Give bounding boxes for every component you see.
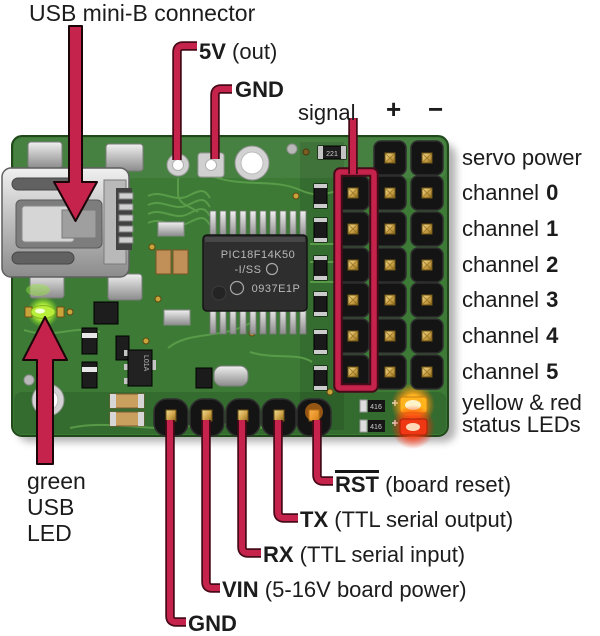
- rx-desc: (TTL serial input): [293, 542, 466, 567]
- vin-line: [203, 420, 220, 591]
- chip-marking-line3: 0937E1P: [252, 283, 301, 295]
- fiducial-dot: [286, 143, 298, 155]
- mounting-hole-top: [234, 145, 270, 181]
- servo-power-label: servo power: [462, 145, 582, 170]
- usb-pins: [118, 192, 134, 244]
- usb-solder-tab: [27, 141, 63, 169]
- tantalum-cap: [155, 249, 172, 275]
- sot23-transistor: [93, 301, 119, 325]
- callout-lines: [167, 43, 356, 625]
- usb-connector-label: USB mini-B connector: [29, 0, 256, 26]
- smd-cap: [157, 221, 185, 237]
- annotation-overlay: [22, 25, 379, 627]
- red-led-core: [406, 423, 420, 431]
- servo-pin-grid: [336, 140, 444, 390]
- green-led-label: green USB LED: [27, 468, 86, 546]
- five-v-term: 5V: [199, 39, 226, 64]
- rst-line: [314, 420, 333, 484]
- rx-label: RX (TTL serial input): [263, 543, 465, 567]
- bottom-pin-row: [153, 398, 332, 437]
- led-resistor-marking: 416: [370, 424, 382, 431]
- chip-marking-line1: PIC18F14K50: [221, 249, 296, 261]
- tx-label: TX (TTL serial output): [300, 508, 513, 532]
- tx-line: [275, 420, 298, 521]
- minus-sign: −: [428, 94, 444, 124]
- chip-marking-line2: -I/SS: [235, 264, 262, 276]
- diode: [81, 327, 98, 355]
- plus-sign: +: [386, 94, 402, 124]
- rst-term: RST: [335, 470, 379, 497]
- crystal-oscillator: [213, 365, 249, 387]
- rst-label: RST (board reset): [335, 470, 511, 497]
- five-v-label: 5V (out): [199, 40, 277, 64]
- gnd-bottom-label: GND: [188, 611, 237, 636]
- led-resistor-marking: 416: [370, 404, 382, 411]
- resistor-marking: 221: [326, 151, 338, 158]
- sot23-marking: L01A: [142, 355, 149, 372]
- rx-line: [239, 420, 261, 556]
- usb-slot-bottom: [11, 251, 75, 265]
- usb-arrow: [53, 25, 98, 222]
- rst-pin-glow: [305, 403, 323, 421]
- green-usb-led: [24, 296, 65, 328]
- passive-components: 221 L01A: [81, 145, 347, 427]
- signal-label: signal: [298, 100, 356, 125]
- smd-resistor: [115, 335, 130, 361]
- gnd-bottom-line: [167, 420, 186, 625]
- five-v-line: [174, 43, 197, 160]
- green-reflection: [26, 284, 50, 296]
- rx-term: RX: [263, 542, 294, 567]
- vin-term: VIN: [222, 577, 259, 602]
- vin-desc: (5-16V board power): [258, 577, 467, 602]
- rst-desc: (board reset): [379, 472, 512, 497]
- chip-bevel: [205, 237, 305, 242]
- diode-band: [82, 367, 97, 372]
- sot23-regulator: L01A: [124, 349, 156, 387]
- vin-label: VIN (5-16V board power): [222, 578, 467, 602]
- gnd-top-label: GND: [235, 77, 284, 102]
- gnd-top-line: [212, 86, 232, 159]
- tx-term: TX: [300, 507, 329, 532]
- diode: [81, 361, 98, 389]
- fiducial-dot2: [23, 374, 35, 386]
- smd-cap: [163, 309, 191, 326]
- five-v-desc: (out): [225, 39, 278, 64]
- pcb-vias: [66, 148, 334, 396]
- chip-dimple: [211, 285, 227, 301]
- usb-solder-tab: [105, 143, 144, 172]
- green-led-arrow: [22, 316, 68, 465]
- resistor-caps: [314, 184, 327, 390]
- diode-band: [82, 333, 97, 338]
- status-leds-label: yellow & red status LEDs: [462, 390, 582, 437]
- status-led-block: 416 416: [359, 383, 435, 449]
- tantalum-cap: [172, 249, 189, 275]
- microcontroller-chip: PIC18F14K50 -I/SS 0937E1P: [202, 210, 308, 335]
- microchip-logo: [229, 280, 245, 296]
- usb-mini-b-connector: [1, 141, 144, 301]
- tx-desc: (TTL serial output): [328, 507, 514, 532]
- usb-solder-tab: [107, 273, 143, 301]
- chip-logo-circle: [265, 262, 279, 276]
- smd-cap-black: [195, 367, 213, 389]
